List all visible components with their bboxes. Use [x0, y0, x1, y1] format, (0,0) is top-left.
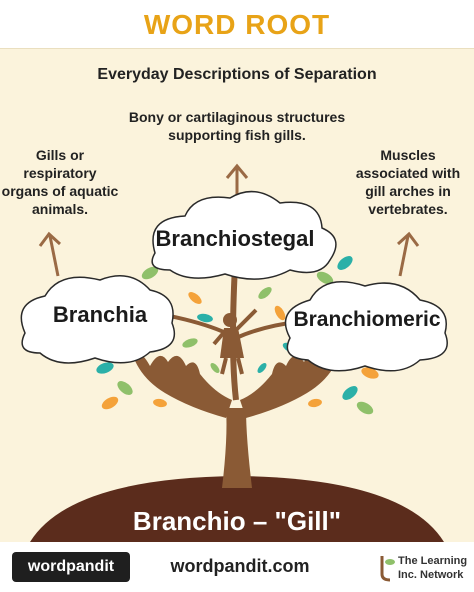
footer: wordpandit wordpandit.com The Learning I…	[0, 542, 474, 592]
left-hand	[132, 351, 232, 418]
cloud-left	[20, 275, 176, 364]
tree-trunk	[222, 408, 252, 488]
arrow-up-icon	[396, 231, 420, 277]
cloud-label-right: Branchiomeric	[293, 308, 441, 331]
tree-illustration	[20, 163, 448, 542]
cloud-label-left: Branchia	[52, 302, 148, 327]
page-title: WORD ROOT	[143, 9, 331, 40]
arrow-up-icon	[225, 163, 249, 198]
cloud-center	[151, 190, 337, 280]
brand-label: wordpandit	[27, 558, 115, 575]
right-hand	[240, 351, 340, 418]
root-label: Branchio – "Gill"	[132, 506, 342, 536]
network-name-line2: Inc. Network	[398, 569, 464, 581]
arrow-up-icon	[38, 231, 62, 277]
cloud-label-center: Branchiostegal	[155, 226, 315, 251]
wordpandit-logo[interactable]: wordpandit	[12, 552, 130, 582]
header: WORD ROOT	[0, 0, 474, 50]
learning-network-logo[interactable]: The Learning Inc. Network	[378, 552, 474, 584]
plant-icon	[380, 556, 395, 582]
cloud-right	[284, 281, 448, 372]
site-link[interactable]: wordpandit.com	[170, 556, 310, 576]
ground	[30, 476, 444, 542]
subtitle: Everyday Descriptions of Separation	[97, 66, 377, 83]
description-top: Bony or cartilaginous structures support…	[128, 109, 346, 143]
description-left: Gills or respiratory organs of aquatic a…	[1, 147, 119, 217]
network-name-line1: The Learning	[398, 555, 468, 567]
description-right: Muscles associated with gill arches in v…	[355, 147, 461, 217]
child-figure	[212, 308, 258, 375]
